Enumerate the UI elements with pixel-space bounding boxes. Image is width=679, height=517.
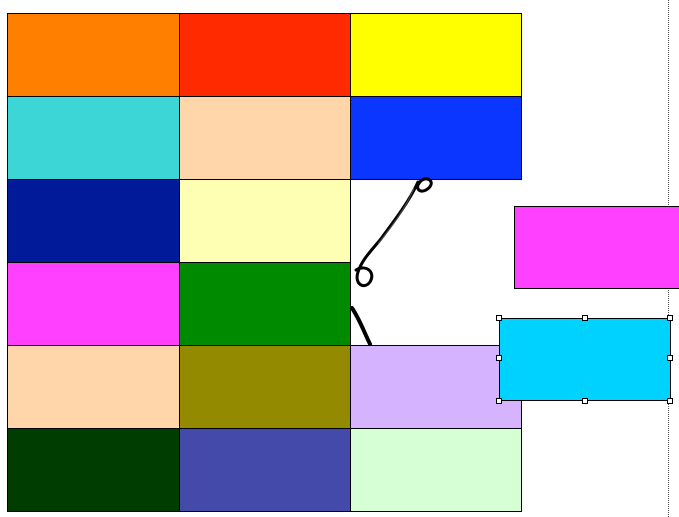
resize-handle-2[interactable] [582, 315, 588, 321]
resize-handle-4[interactable] [496, 355, 502, 361]
color-cell-r5-c1[interactable] [7, 345, 180, 429]
color-cell-r1-c2[interactable] [179, 13, 351, 97]
resize-handle-1[interactable] [496, 315, 502, 321]
resize-handle-7[interactable] [582, 398, 588, 404]
color-cell-r6-c2[interactable] [179, 428, 351, 512]
color-cell-r2-c2[interactable] [179, 96, 351, 180]
resize-handle-5[interactable] [667, 355, 673, 361]
color-cell-r1-c1[interactable] [7, 13, 180, 97]
cyan-rectangle-selected[interactable] [499, 318, 671, 401]
color-cell-r3-c2[interactable] [179, 179, 351, 263]
magenta-rectangle[interactable] [514, 206, 679, 289]
resize-handle-6[interactable] [496, 398, 502, 404]
color-cell-r6-c1[interactable] [7, 428, 180, 512]
color-cell-r2-c1[interactable] [7, 96, 180, 180]
color-cell-r4-c2[interactable] [179, 262, 351, 346]
ink-stroke-drawing[interactable] [340, 160, 450, 360]
color-cell-r3-c1[interactable] [7, 179, 180, 263]
color-cell-r5-c2[interactable] [179, 345, 351, 429]
color-cell-r6-c3[interactable] [350, 428, 522, 512]
color-cell-r4-c1[interactable] [7, 262, 180, 346]
color-cell-r1-c3[interactable] [350, 13, 522, 97]
resize-handle-3[interactable] [667, 315, 673, 321]
resize-handle-8[interactable] [667, 398, 673, 404]
